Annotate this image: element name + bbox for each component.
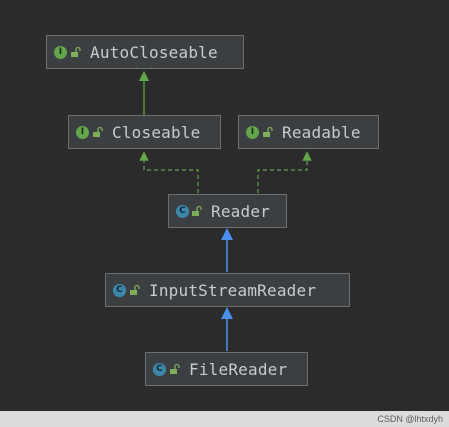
unlock-icon — [192, 205, 202, 216]
node-filereader[interactable]: C FileReader — [145, 352, 308, 386]
unlock-icon — [93, 126, 103, 137]
edge-reader-readable — [257, 151, 312, 193]
edge-reader-closeable — [139, 151, 199, 193]
class-icon: C — [113, 283, 126, 297]
node-autocloseable[interactable]: I AutoCloseable — [46, 35, 244, 69]
node-label: AutoCloseable — [90, 42, 218, 62]
node-inputstreamreader[interactable]: C InputStreamReader — [105, 273, 350, 307]
unlock-icon — [170, 363, 180, 374]
interface-icon: I — [54, 45, 67, 59]
node-label: Readable — [282, 122, 361, 142]
watermark: CSDN @lhtxdyh — [377, 414, 443, 424]
unlock-icon — [130, 284, 140, 295]
node-label: Reader — [211, 201, 270, 221]
node-readable[interactable]: I Readable — [238, 115, 379, 149]
class-icon: C — [153, 362, 166, 376]
node-label: InputStreamReader — [149, 280, 317, 300]
node-closeable[interactable]: I Closeable — [68, 115, 221, 149]
node-reader[interactable]: C Reader — [168, 194, 287, 228]
abstract-class-icon: C — [176, 204, 189, 218]
interface-icon: I — [76, 125, 89, 139]
unlock-icon — [263, 126, 273, 137]
node-label: Closeable — [112, 122, 201, 142]
node-label: FileReader — [189, 359, 288, 379]
unlock-icon — [71, 46, 81, 57]
interface-icon: I — [246, 125, 259, 139]
footer-bar — [0, 411, 449, 427]
